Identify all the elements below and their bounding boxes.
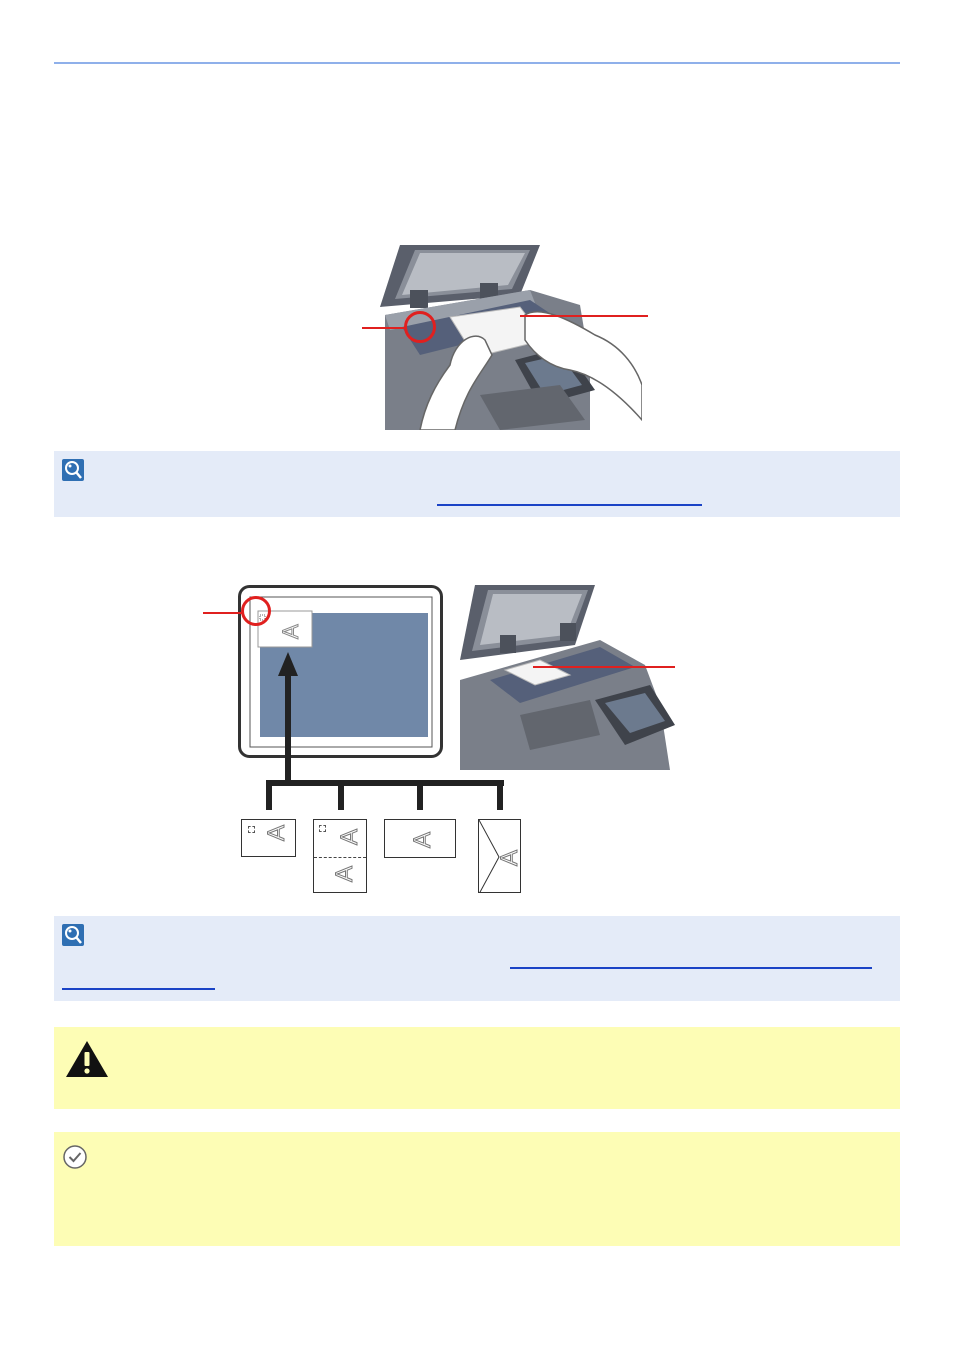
note-link-underline[interactable] — [62, 988, 215, 990]
note-magnifier-icon — [62, 459, 84, 481]
svg-text:A: A — [336, 829, 363, 845]
orientation-bracket-arrow — [260, 640, 520, 820]
svg-text:A: A — [331, 866, 358, 882]
svg-text:A: A — [263, 825, 290, 841]
origin-marker — [248, 826, 255, 833]
svg-text:A: A — [409, 832, 436, 848]
original-orientation-card: A — [384, 819, 456, 858]
origin-marker — [319, 825, 326, 832]
caution-triangle-icon — [64, 1039, 110, 1079]
corner-callout-line — [362, 327, 406, 329]
important-box — [54, 1132, 900, 1246]
note-magnifier-icon — [62, 924, 84, 946]
note-link-underline[interactable] — [437, 504, 702, 506]
platen-callout-line — [203, 612, 243, 614]
note-box — [54, 451, 900, 517]
original-callout-line — [520, 315, 648, 317]
header-rule — [54, 62, 900, 64]
envelope-orientation-card: A — [478, 819, 521, 893]
note-link-underline[interactable] — [510, 967, 872, 969]
original-orientation-card: A A — [313, 819, 367, 893]
corner-callout-circle — [404, 311, 436, 343]
fold-line — [314, 857, 366, 858]
platen-corner-callout-circle — [241, 596, 271, 626]
platen-detail-illustration: A — [238, 585, 443, 760]
note-box — [54, 916, 900, 1001]
original-orientation-card: A — [241, 819, 296, 857]
copier-placing-original-illustration — [380, 245, 643, 431]
caution-box — [54, 1027, 900, 1109]
svg-text:A: A — [278, 624, 303, 639]
check-circle-icon — [62, 1144, 88, 1170]
svg-text:A: A — [496, 850, 521, 866]
copier-with-original-illustration — [460, 585, 675, 770]
original-on-glass-callout-line — [533, 666, 675, 668]
